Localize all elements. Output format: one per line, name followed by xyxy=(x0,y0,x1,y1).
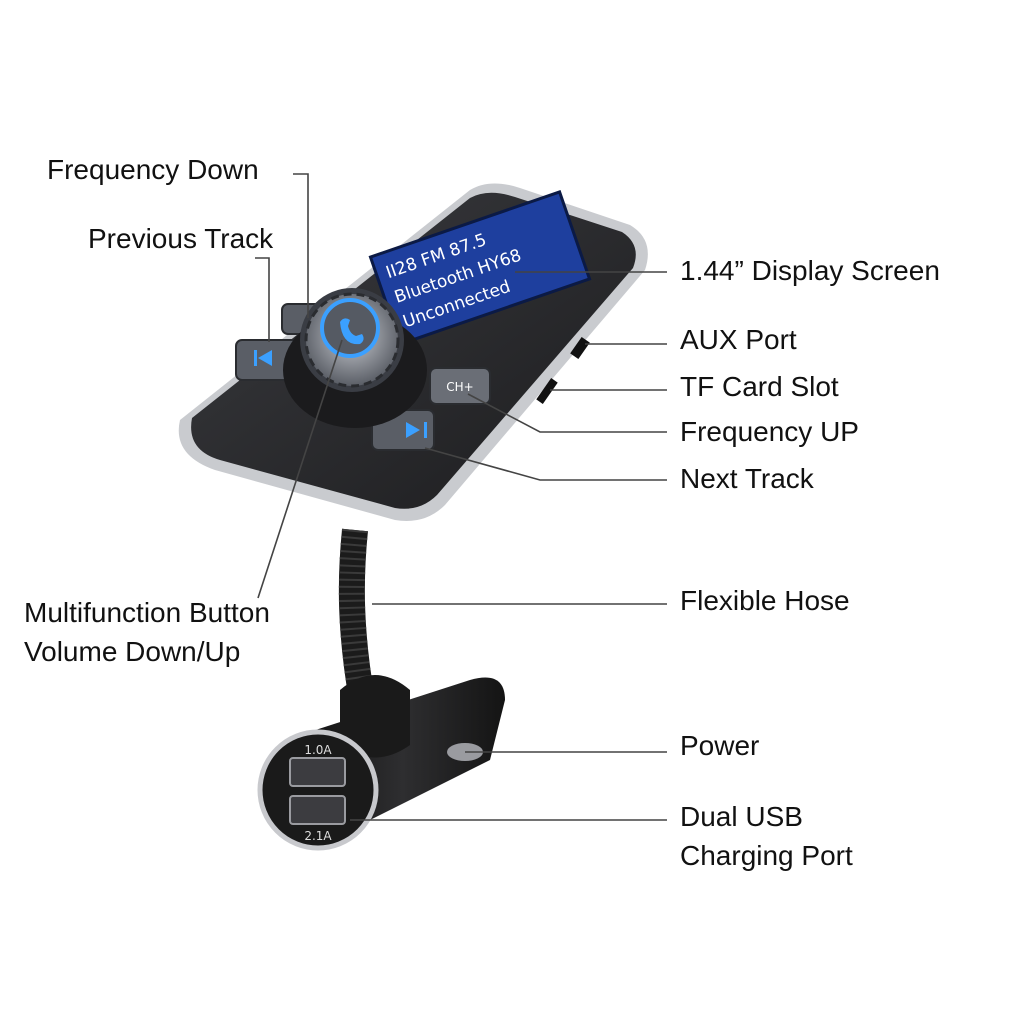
leader-multifunction-button xyxy=(257,339,343,599)
usb-port-bottom[interactable] xyxy=(289,795,346,825)
label-dual-usb-line-2: Charging Port xyxy=(680,840,853,871)
usb-rating-bottom: 2.1A xyxy=(304,829,332,843)
usb-rating-top: 1.0A xyxy=(304,743,332,757)
label-power: Power xyxy=(680,730,760,761)
leader-next-track xyxy=(424,447,667,481)
label-flexible-hose: Flexible Hose xyxy=(680,585,850,616)
usb-face: 1.0A 2.1A xyxy=(257,729,379,851)
label-multifunction-line-2: Volume Down/Up xyxy=(24,636,241,667)
label-display-screen: 1.44” Display Screen xyxy=(680,255,940,286)
leader-frequency-down xyxy=(293,173,309,318)
frequency-up-button[interactable]: CH+ xyxy=(429,367,491,405)
leader-lines xyxy=(255,173,667,821)
phone-icon xyxy=(340,318,364,345)
leader-previous-track xyxy=(255,257,270,342)
label-frequency-down: Frequency Down xyxy=(47,154,259,185)
flexible-hose xyxy=(338,528,375,703)
label-previous-track: Previous Track xyxy=(88,223,274,254)
multifunction-button[interactable] xyxy=(283,288,427,428)
label-tf-card-slot: TF Card Slot xyxy=(680,371,839,402)
label-frequency-up: Frequency UP xyxy=(680,416,859,447)
leader-frequency-up xyxy=(467,393,667,433)
aux-port[interactable] xyxy=(570,336,590,360)
label-aux-port: AUX Port xyxy=(680,324,797,355)
tf-card-slot[interactable] xyxy=(536,378,558,404)
previous-track-icon xyxy=(254,350,272,366)
label-multifunction-line-1: Multifunction Button xyxy=(24,597,270,628)
next-track-icon xyxy=(406,422,427,438)
label-dual-usb-line-1: Dual USB xyxy=(680,801,803,832)
hose-joint xyxy=(340,675,410,758)
ch-plus-label: CH+ xyxy=(446,380,473,394)
label-next-track: Next Track xyxy=(680,463,814,494)
usb-port-top[interactable] xyxy=(289,757,346,787)
display-screen: II28 FM 87.5 Bluetooth HY68 Unconnected xyxy=(368,190,592,346)
